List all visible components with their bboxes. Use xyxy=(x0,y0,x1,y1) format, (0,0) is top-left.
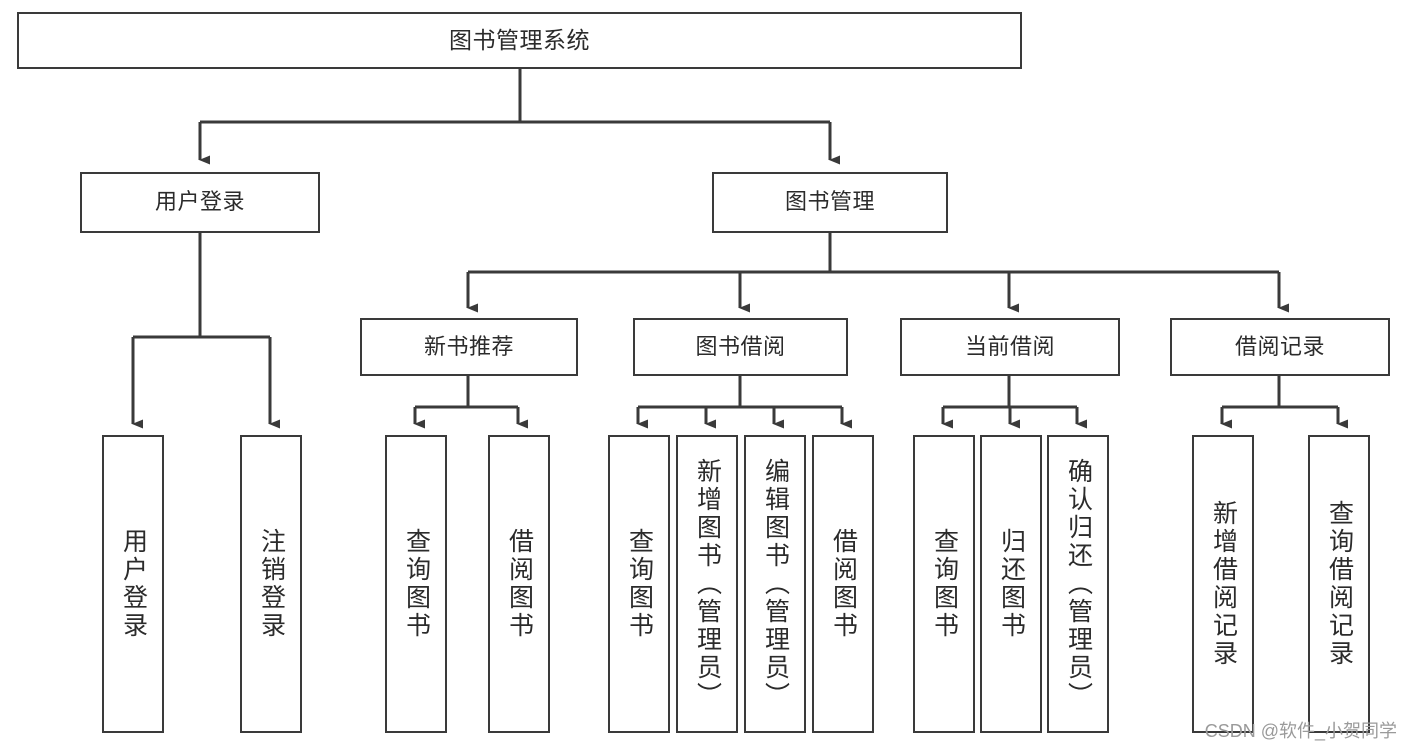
node-label: 查询图书 xyxy=(930,528,959,640)
node-label: 查询借阅记录 xyxy=(1325,500,1354,668)
node-label: 图书管理 xyxy=(784,189,875,215)
csdn-watermark: CSDN @软件_小贺同学 xyxy=(1204,721,1397,741)
node-new-book-recommend[interactable]: 新书推荐 xyxy=(360,318,578,376)
leaf-query-borrow-record[interactable]: 查询借阅记录 xyxy=(1308,435,1370,733)
node-label: 图书借阅 xyxy=(695,333,786,359)
node-label: 新书推荐 xyxy=(423,333,514,359)
leaf-edit-book-admin[interactable]: 编辑图书（管理员） xyxy=(744,435,806,733)
node-label: 借阅图书 xyxy=(829,528,858,640)
node-label: 当前借阅 xyxy=(964,333,1055,359)
node-current-borrow[interactable]: 当前借阅 xyxy=(900,318,1120,376)
leaf-borrow-book[interactable]: 借阅图书 xyxy=(812,435,874,733)
leaf-user-login[interactable]: 用户登录 xyxy=(102,435,164,733)
leaf-confirm-return-admin[interactable]: 确认归还（管理员） xyxy=(1047,435,1109,733)
node-label: 编辑图书（管理员） xyxy=(761,458,790,710)
leaf-query-book-current[interactable]: 查询图书 xyxy=(913,435,975,733)
node-label: 查询图书 xyxy=(402,528,431,640)
node-book-borrow[interactable]: 图书借阅 xyxy=(633,318,848,376)
node-label: 借阅记录 xyxy=(1234,333,1325,359)
leaf-query-book-borrow[interactable]: 查询图书 xyxy=(608,435,670,733)
node-borrow-record[interactable]: 借阅记录 xyxy=(1170,318,1390,376)
leaf-add-borrow-record[interactable]: 新增借阅记录 xyxy=(1192,435,1254,733)
node-label: 图书管理系统 xyxy=(449,26,590,53)
node-label: 新增图书（管理员） xyxy=(693,458,722,710)
node-label: 归还图书 xyxy=(997,528,1026,640)
node-label: 借阅图书 xyxy=(505,528,534,640)
node-label: 注销登录 xyxy=(257,528,286,640)
node-label: 用户登录 xyxy=(154,189,245,215)
node-book-management[interactable]: 图书管理 xyxy=(712,172,948,233)
leaf-return-book[interactable]: 归还图书 xyxy=(980,435,1042,733)
leaf-borrow-book-new-recommend[interactable]: 借阅图书 xyxy=(488,435,550,733)
node-label: 确认归还（管理员） xyxy=(1064,458,1093,710)
node-label: 新增借阅记录 xyxy=(1209,500,1238,668)
leaf-query-book-new-recommend[interactable]: 查询图书 xyxy=(385,435,447,733)
leaf-add-book-admin[interactable]: 新增图书（管理员） xyxy=(676,435,738,733)
node-user-login[interactable]: 用户登录 xyxy=(80,172,320,233)
node-label: 查询图书 xyxy=(625,528,654,640)
node-label: 用户登录 xyxy=(119,528,148,640)
node-root-book-management-system[interactable]: 图书管理系统 xyxy=(17,12,1022,69)
leaf-logout-login[interactable]: 注销登录 xyxy=(240,435,302,733)
